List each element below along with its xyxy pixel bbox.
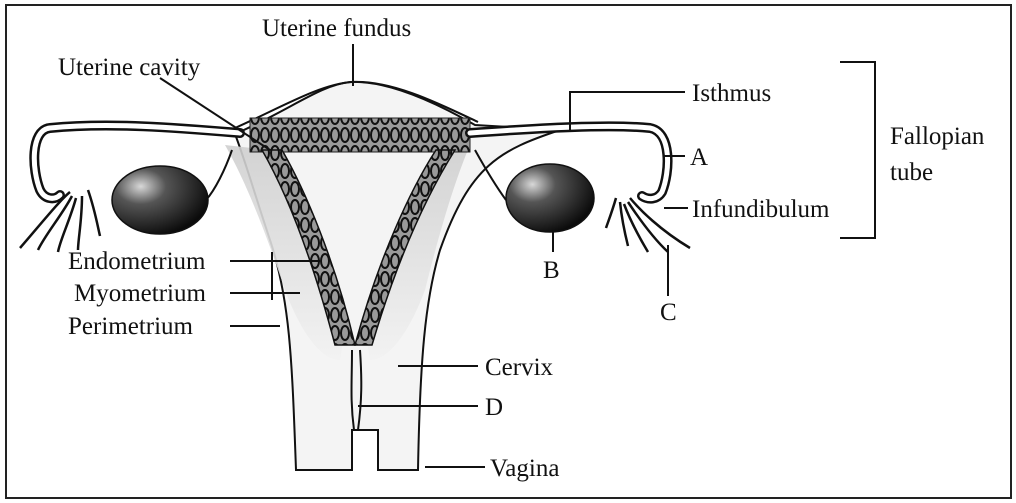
label-uterine-cavity: Uterine cavity [58, 54, 201, 81]
label-c: C [660, 299, 677, 326]
label-infundibulum: Infundibulum [692, 196, 830, 223]
endometrium-fundus [250, 118, 470, 152]
ovary-left [112, 166, 208, 234]
leader-lines [160, 44, 875, 467]
label-d: D [485, 394, 503, 421]
label-tube: tube [890, 159, 933, 186]
label-a: A [690, 144, 708, 171]
label-isthmus: Isthmus [692, 80, 771, 107]
label-vagina: Vagina [490, 455, 559, 482]
fimbriae-right [606, 198, 690, 252]
label-b: B [543, 257, 560, 284]
label-fallopian: Fallopian [890, 123, 985, 150]
label-uterine-fundus: Uterine fundus [262, 15, 411, 42]
label-myometrium: Myometrium [74, 280, 206, 307]
label-cervix: Cervix [485, 354, 554, 381]
label-endometrium: Endometrium [68, 248, 206, 275]
ovary-right [506, 164, 594, 232]
ovarian-ligament-left [206, 150, 232, 200]
label-perimetrium: Perimetrium [68, 313, 194, 340]
